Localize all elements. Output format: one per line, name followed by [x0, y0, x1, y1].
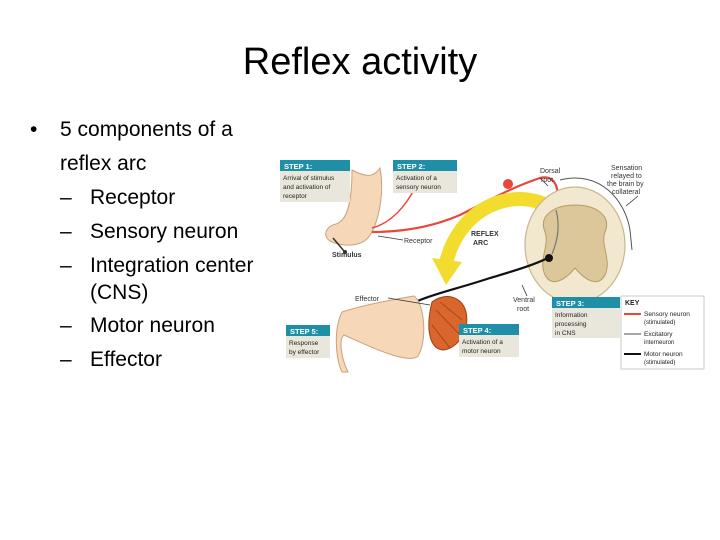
step3-header [552, 297, 620, 308]
step4-line1: Activation of a [462, 339, 503, 346]
step1-line3: receptor [283, 193, 308, 200]
key-title: KEY [625, 300, 640, 307]
bullet-main: • 5 components of a [30, 113, 290, 147]
sub-bullet-text: Effector [90, 348, 162, 371]
step5-header [286, 325, 330, 336]
step3-line2: processing [555, 321, 587, 328]
sub-bullet-effector: – Effector [30, 343, 290, 377]
bullet-list: • 5 components of a reflex arc – Recepto… [30, 113, 290, 377]
sub-bullet-text: Receptor [90, 186, 176, 209]
label-ventral-root-1: Ventral [513, 297, 535, 304]
muscle-fibers [431, 301, 463, 349]
key-sensory-1: Sensory neuron [644, 311, 690, 318]
dorsal-root-ganglion-icon [503, 179, 513, 189]
step3-line1: Information [555, 312, 588, 319]
sub-bullet-receptor: – Receptor [30, 181, 290, 215]
step5-line1: Response [289, 340, 319, 347]
collateral-path [559, 177, 633, 251]
dash-marker: – [60, 220, 72, 243]
sub-bullet-text: Sensory neuron [90, 220, 239, 243]
step1-header [280, 160, 350, 171]
receptor-pointer [377, 235, 404, 241]
interneuron-path [551, 209, 559, 255]
step3-line3: in CNS [555, 330, 576, 337]
arm-skin-upper [325, 166, 383, 246]
label-effector: Effector [355, 296, 380, 303]
dash-marker: – [60, 186, 72, 209]
label-dorsal-root-2: root [541, 177, 553, 184]
bullet-main-text: 5 components of a [60, 118, 233, 141]
sub-bullet-integration-cont: (CNS) [90, 281, 149, 304]
step1-line2: and activation of [283, 184, 331, 191]
label-stimulus: Stimulus [332, 252, 362, 259]
label-ventral-root-2: root [517, 306, 529, 313]
step5-body [286, 336, 330, 358]
step5-line2: by effector [289, 349, 320, 356]
motor-neuron-cell-body [545, 254, 553, 262]
label-reflex: REFLEX [471, 231, 499, 238]
key-motor-2: (stimulated) [644, 360, 675, 366]
label-receptor: Receptor [404, 238, 433, 245]
sub-bullet-integration-center: – Integration center [30, 249, 290, 283]
reflex-arc-arrowhead [432, 258, 462, 285]
sub-bullet-text: Motor neuron [90, 314, 215, 337]
label-sensation-4: collateral [612, 189, 640, 196]
stimulus-pin-icon [332, 237, 345, 252]
sub-bullet-motor-neuron: – Motor neuron [30, 309, 290, 343]
step1-line1: Arrival of stimulus [283, 175, 335, 182]
key-motor-1: Motor neuron [644, 351, 683, 358]
slide-title: Reflex activity [242, 41, 478, 83]
label-sensation-3: the brain by [607, 181, 644, 188]
label-sensation-2: relayed to [611, 173, 642, 180]
step2-line2: sensory neuron [396, 184, 441, 191]
step4-body [459, 335, 519, 357]
dash-marker: – [60, 314, 72, 337]
step3-body [552, 308, 620, 338]
gray-matter [542, 204, 608, 283]
step4-header [459, 324, 519, 335]
ventral-root-pointer [521, 284, 528, 297]
step5-header-text: STEP 5: [290, 327, 318, 336]
label-dorsal-root-1: Dorsal [540, 168, 561, 175]
step2-body [393, 171, 457, 193]
effector-pointer [387, 297, 431, 306]
dash-marker: – [60, 348, 72, 371]
sub-bullet-sensory-neuron: – Sensory neuron [30, 215, 290, 249]
step2-header-text: STEP 2: [397, 162, 425, 171]
key-sensory-2: (stimulated) [644, 320, 675, 326]
bullet-main-continued: reflex arc [30, 147, 290, 181]
label-arc: ARC [473, 240, 488, 247]
arm-skin-lower [335, 295, 425, 373]
step3-header-text: STEP 3: [556, 299, 584, 308]
step2-header [393, 160, 457, 171]
label-sensation-1: Sensation [611, 165, 642, 172]
step4-header-text: STEP 4: [463, 326, 491, 335]
sub-bullet-text: Integration center [90, 254, 254, 277]
dash-marker: – [60, 254, 72, 277]
step4-line2: motor neuron [462, 348, 501, 355]
bullet-main-text-cont: reflex arc [60, 152, 147, 175]
key-excitatory-1: Excitatory [644, 331, 673, 338]
reflex-arc-arrow [438, 192, 555, 272]
step1-header-text: STEP 1: [284, 162, 312, 171]
step1-body [280, 171, 350, 202]
dorsal-root-pointer [539, 177, 549, 187]
step2-line1: Activation of a [396, 175, 437, 182]
stimulus-point-icon [343, 250, 347, 254]
key-box [620, 295, 705, 370]
key-excitatory-2: interneuron [644, 340, 674, 346]
sensation-pointer [625, 195, 639, 207]
bullet-marker: • [30, 118, 38, 141]
